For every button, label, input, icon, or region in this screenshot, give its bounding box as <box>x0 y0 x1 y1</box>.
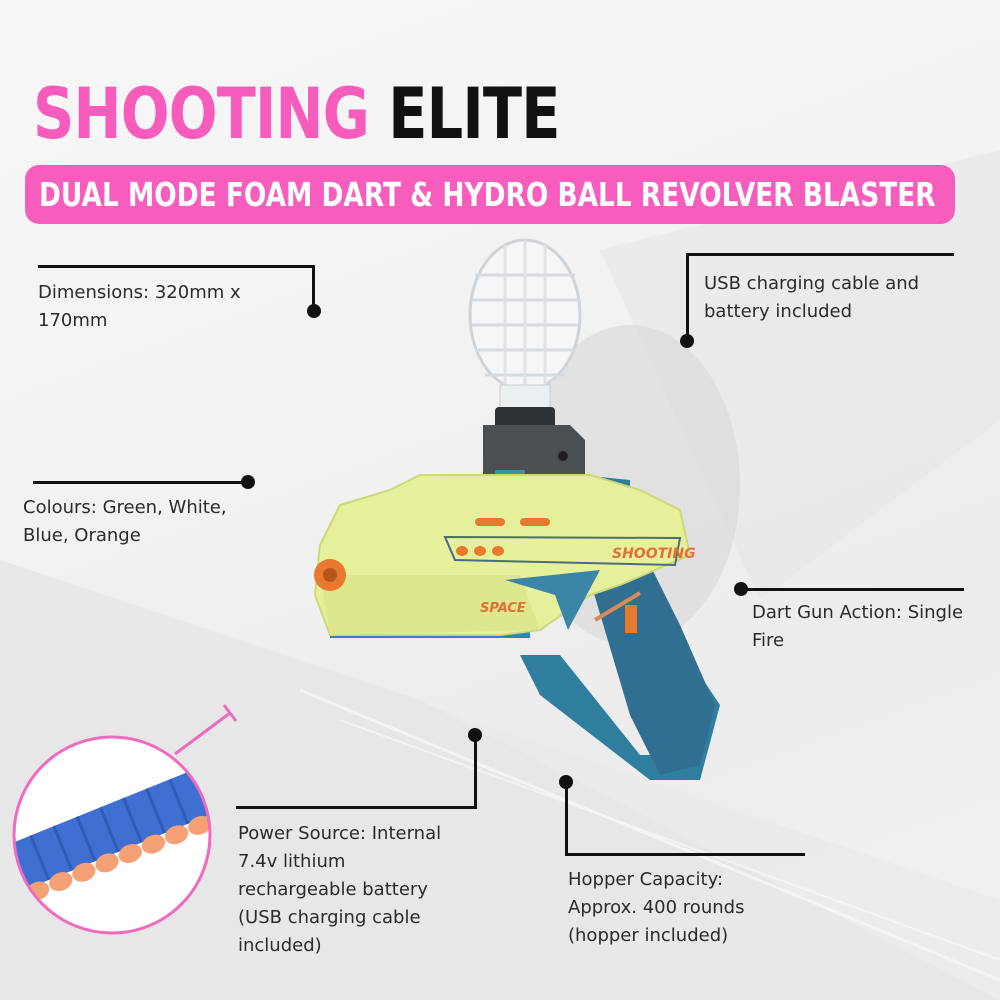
hopper-leader-v <box>565 781 568 856</box>
power-leader-h <box>236 806 477 809</box>
action-dot <box>734 582 748 596</box>
callout-colours: Colours: Green, White, Blue, Orange <box>23 497 227 546</box>
callout-hopper: Hopper Capacity: Approx. 400 rounds (hop… <box>568 869 745 946</box>
action-leader-h <box>740 588 964 591</box>
hopper-icon <box>468 238 585 480</box>
usb-leader-h <box>686 253 954 256</box>
hopper-leader-h <box>565 853 805 856</box>
callout-action: Dart Gun Action: Single Fire <box>752 602 964 651</box>
usb-dot <box>680 334 694 348</box>
page-title: SHOOTING ELITE <box>33 74 560 154</box>
power-leader-v <box>474 734 477 809</box>
decal-shooting-text: SHOOTING <box>612 546 696 562</box>
dimensions-leader-h <box>38 265 314 268</box>
usb-leader-v <box>686 253 689 339</box>
title-black-word: ELITE <box>388 73 560 155</box>
callout-usb: USB charging cable and battery included <box>704 273 920 322</box>
callout-dimensions: Dimensions: 320mm x 170mm <box>38 282 241 331</box>
decal-space-text: SPACE <box>480 601 526 616</box>
dimensions-leader-v <box>312 265 315 310</box>
foam-darts-inset <box>12 704 238 935</box>
title-pink-word: SHOOTING <box>33 73 370 155</box>
callout-power: Power Source: Internal 7.4v lithium rech… <box>238 823 442 956</box>
subtitle-text: DUAL MODE FOAM DART & HYDRO BALL REVOLVE… <box>39 175 936 214</box>
colours-leader-h <box>33 481 248 484</box>
subtitle-banner: DUAL MODE FOAM DART & HYDRO BALL REVOLVE… <box>25 165 955 224</box>
product-blaster-image: SHOOTING SPACE <box>313 238 740 780</box>
dimensions-dot <box>307 304 321 318</box>
colours-dot <box>241 475 255 489</box>
